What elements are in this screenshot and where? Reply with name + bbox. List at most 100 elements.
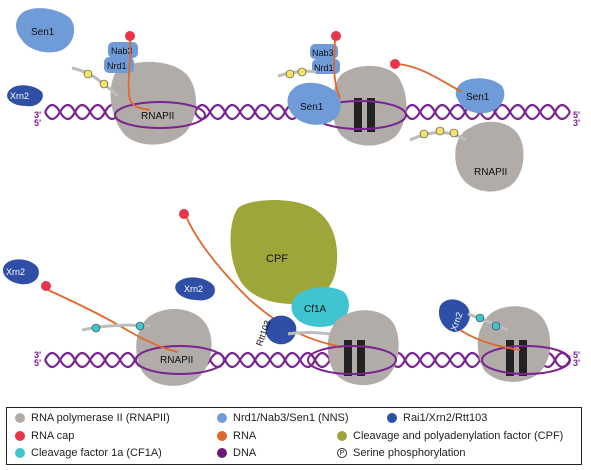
serine-p-4a [91, 323, 101, 333]
dna-end-5-top-right: 5' [573, 110, 580, 120]
serine-p-2a [285, 69, 295, 79]
legend-swatch-rnapii [15, 413, 25, 423]
xrn2-blob-top [7, 85, 43, 107]
transcription-bubble-6 [481, 345, 571, 375]
sen1-label-bound-3: Sen1 [466, 92, 490, 103]
xrn2-blob-free-1 [2, 259, 39, 285]
xrn2-blob-free-2 [175, 277, 215, 301]
nrd1-blob-2 [312, 59, 340, 74]
transcription-bubble-1 [114, 101, 206, 129]
dna-end-3-top-right: 3' [573, 118, 580, 128]
sen1-blob-free [16, 8, 75, 53]
serine-p-2b [297, 67, 307, 77]
cf1a-blob [291, 287, 349, 327]
dna-end-3-top: 3' [34, 110, 41, 120]
legend-label-cf1a: Cleavage factor 1a (CF1A) [31, 447, 162, 459]
roadblock-bar-6b [519, 340, 527, 376]
cf1a-label: Cf1A [304, 304, 327, 315]
roadblock-bar-6a [506, 340, 514, 376]
ctd-tail-6 [467, 312, 509, 332]
legend-label-rnapii: RNA polymerase II (RNAPII) [31, 412, 170, 424]
legend-label-dna: DNA [233, 447, 257, 459]
rna-cap-5 [179, 209, 189, 219]
rnapii-blob-4 [136, 309, 212, 386]
legend-label-xrn: Rai1/Xrn2/Rtt103 [403, 412, 488, 424]
dna-end-5-bottom: 5' [34, 358, 41, 368]
legend-item-rnapii: RNA polymerase II (RNAPII) [15, 412, 170, 424]
rna-strand-2 [333, 39, 341, 99]
legend-swatch-cap [15, 431, 25, 441]
rnapii-blob-3 [455, 121, 524, 192]
rnapii-label-1: RNAPII [141, 111, 174, 122]
nrd1-label-2: Nrd1 [314, 63, 334, 73]
legend-item-cf1a: Cleavage factor 1a (CF1A) [15, 447, 162, 459]
dna-end-3-bottom-right: 3' [573, 358, 580, 368]
xrn2-label-top: Xrn2 [10, 91, 29, 101]
nab3-label-2: Nab3 [312, 48, 334, 58]
transcription-bubble-4 [135, 345, 225, 375]
legend-item-rna: RNA [217, 430, 256, 442]
legend-label-cpf: Cleavage and polyadenylation factor (CPF… [353, 430, 564, 442]
legend-item-serine-p: P Serine phosphorylation [337, 447, 466, 459]
serine-p-1b [99, 79, 109, 89]
legend-p-icon: P [337, 448, 347, 458]
legend-item-dna: DNA [217, 447, 256, 459]
rna-cap-2 [331, 31, 341, 41]
legend-label-serine-p: Serine phosphorylation [353, 447, 466, 459]
rna-cap-1 [125, 31, 135, 41]
legend-item-nns: Nrd1/Nab3/Sen1 (NNS) [217, 412, 349, 424]
rnapii-blob-1 [110, 61, 197, 145]
legend-swatch-xrn [387, 413, 397, 423]
xrn2-label-free-2: Xrn2 [184, 284, 203, 294]
serine-p-3c [449, 128, 459, 138]
rna-strand-6 [459, 329, 521, 351]
nrd1-blob-1 [104, 57, 134, 73]
legend-label-rna: RNA [233, 430, 257, 442]
xrn2-blob-bound [438, 299, 470, 332]
nab3-blob-2 [310, 44, 338, 59]
serine-p-3a [419, 129, 429, 139]
rna-strand-1 [127, 39, 151, 111]
nrd1-label-1: Nrd1 [107, 61, 127, 71]
serine-p-6a [475, 313, 485, 323]
dna-end-3-bottom: 3' [34, 350, 41, 360]
ctd-tail-1 [71, 66, 119, 98]
legend-item-cpf: Cleavage and polyadenylation factor (CPF… [337, 430, 563, 442]
legend-item-xrn: Rai1/Xrn2/Rtt103 [387, 412, 487, 424]
legend-swatch-dna [217, 448, 227, 458]
rnapii-label-4: RNAPII [160, 355, 193, 366]
rna-cap-4 [41, 281, 51, 291]
sen1-label-bound-2: Sen1 [300, 102, 324, 113]
legend-swatch-cf1a [15, 448, 25, 458]
rna-strand-3 [397, 63, 463, 93]
sen1-label-free: Sen1 [31, 27, 55, 38]
roadblock-bar-2b [367, 98, 375, 132]
legend-swatch-rna [217, 431, 227, 441]
sen1-blob-bound-3 [455, 78, 505, 114]
roadblock-bar-2a [354, 98, 362, 132]
legend-label-nns: Nrd1/Nab3/Sen1 (NNS) [233, 412, 349, 424]
sen1-blob-bound-2 [287, 82, 341, 125]
ctd-tail-2 [277, 69, 317, 78]
legend-item-cap: RNA cap [15, 430, 74, 442]
roadblock-bar-5a [344, 340, 352, 376]
legend-swatch-nns [217, 413, 227, 423]
serine-p-4b [135, 321, 145, 331]
legend-swatch-cpf [337, 431, 347, 441]
legend-label-cap: RNA cap [31, 430, 75, 442]
roadblock-bar-5b [357, 340, 365, 376]
rnapii-label-3: RNAPII [474, 167, 507, 178]
serine-p-1a [83, 69, 93, 79]
rtt103-blob [265, 315, 297, 345]
dna-end-5-top: 5' [34, 118, 41, 128]
nab3-label-1: Nab3 [111, 46, 133, 56]
cpf-label: CPF [266, 253, 288, 265]
legend: RNA polymerase II (RNAPII) Nrd1/Nab3/Sen… [6, 407, 582, 465]
ctd-tail-5 [287, 331, 331, 336]
serine-p-6b [491, 321, 501, 331]
serine-p-3b [435, 126, 445, 136]
transcription-bubble-5 [307, 345, 397, 375]
rna-cap-3 [390, 59, 400, 69]
cpf-blob [230, 200, 338, 304]
